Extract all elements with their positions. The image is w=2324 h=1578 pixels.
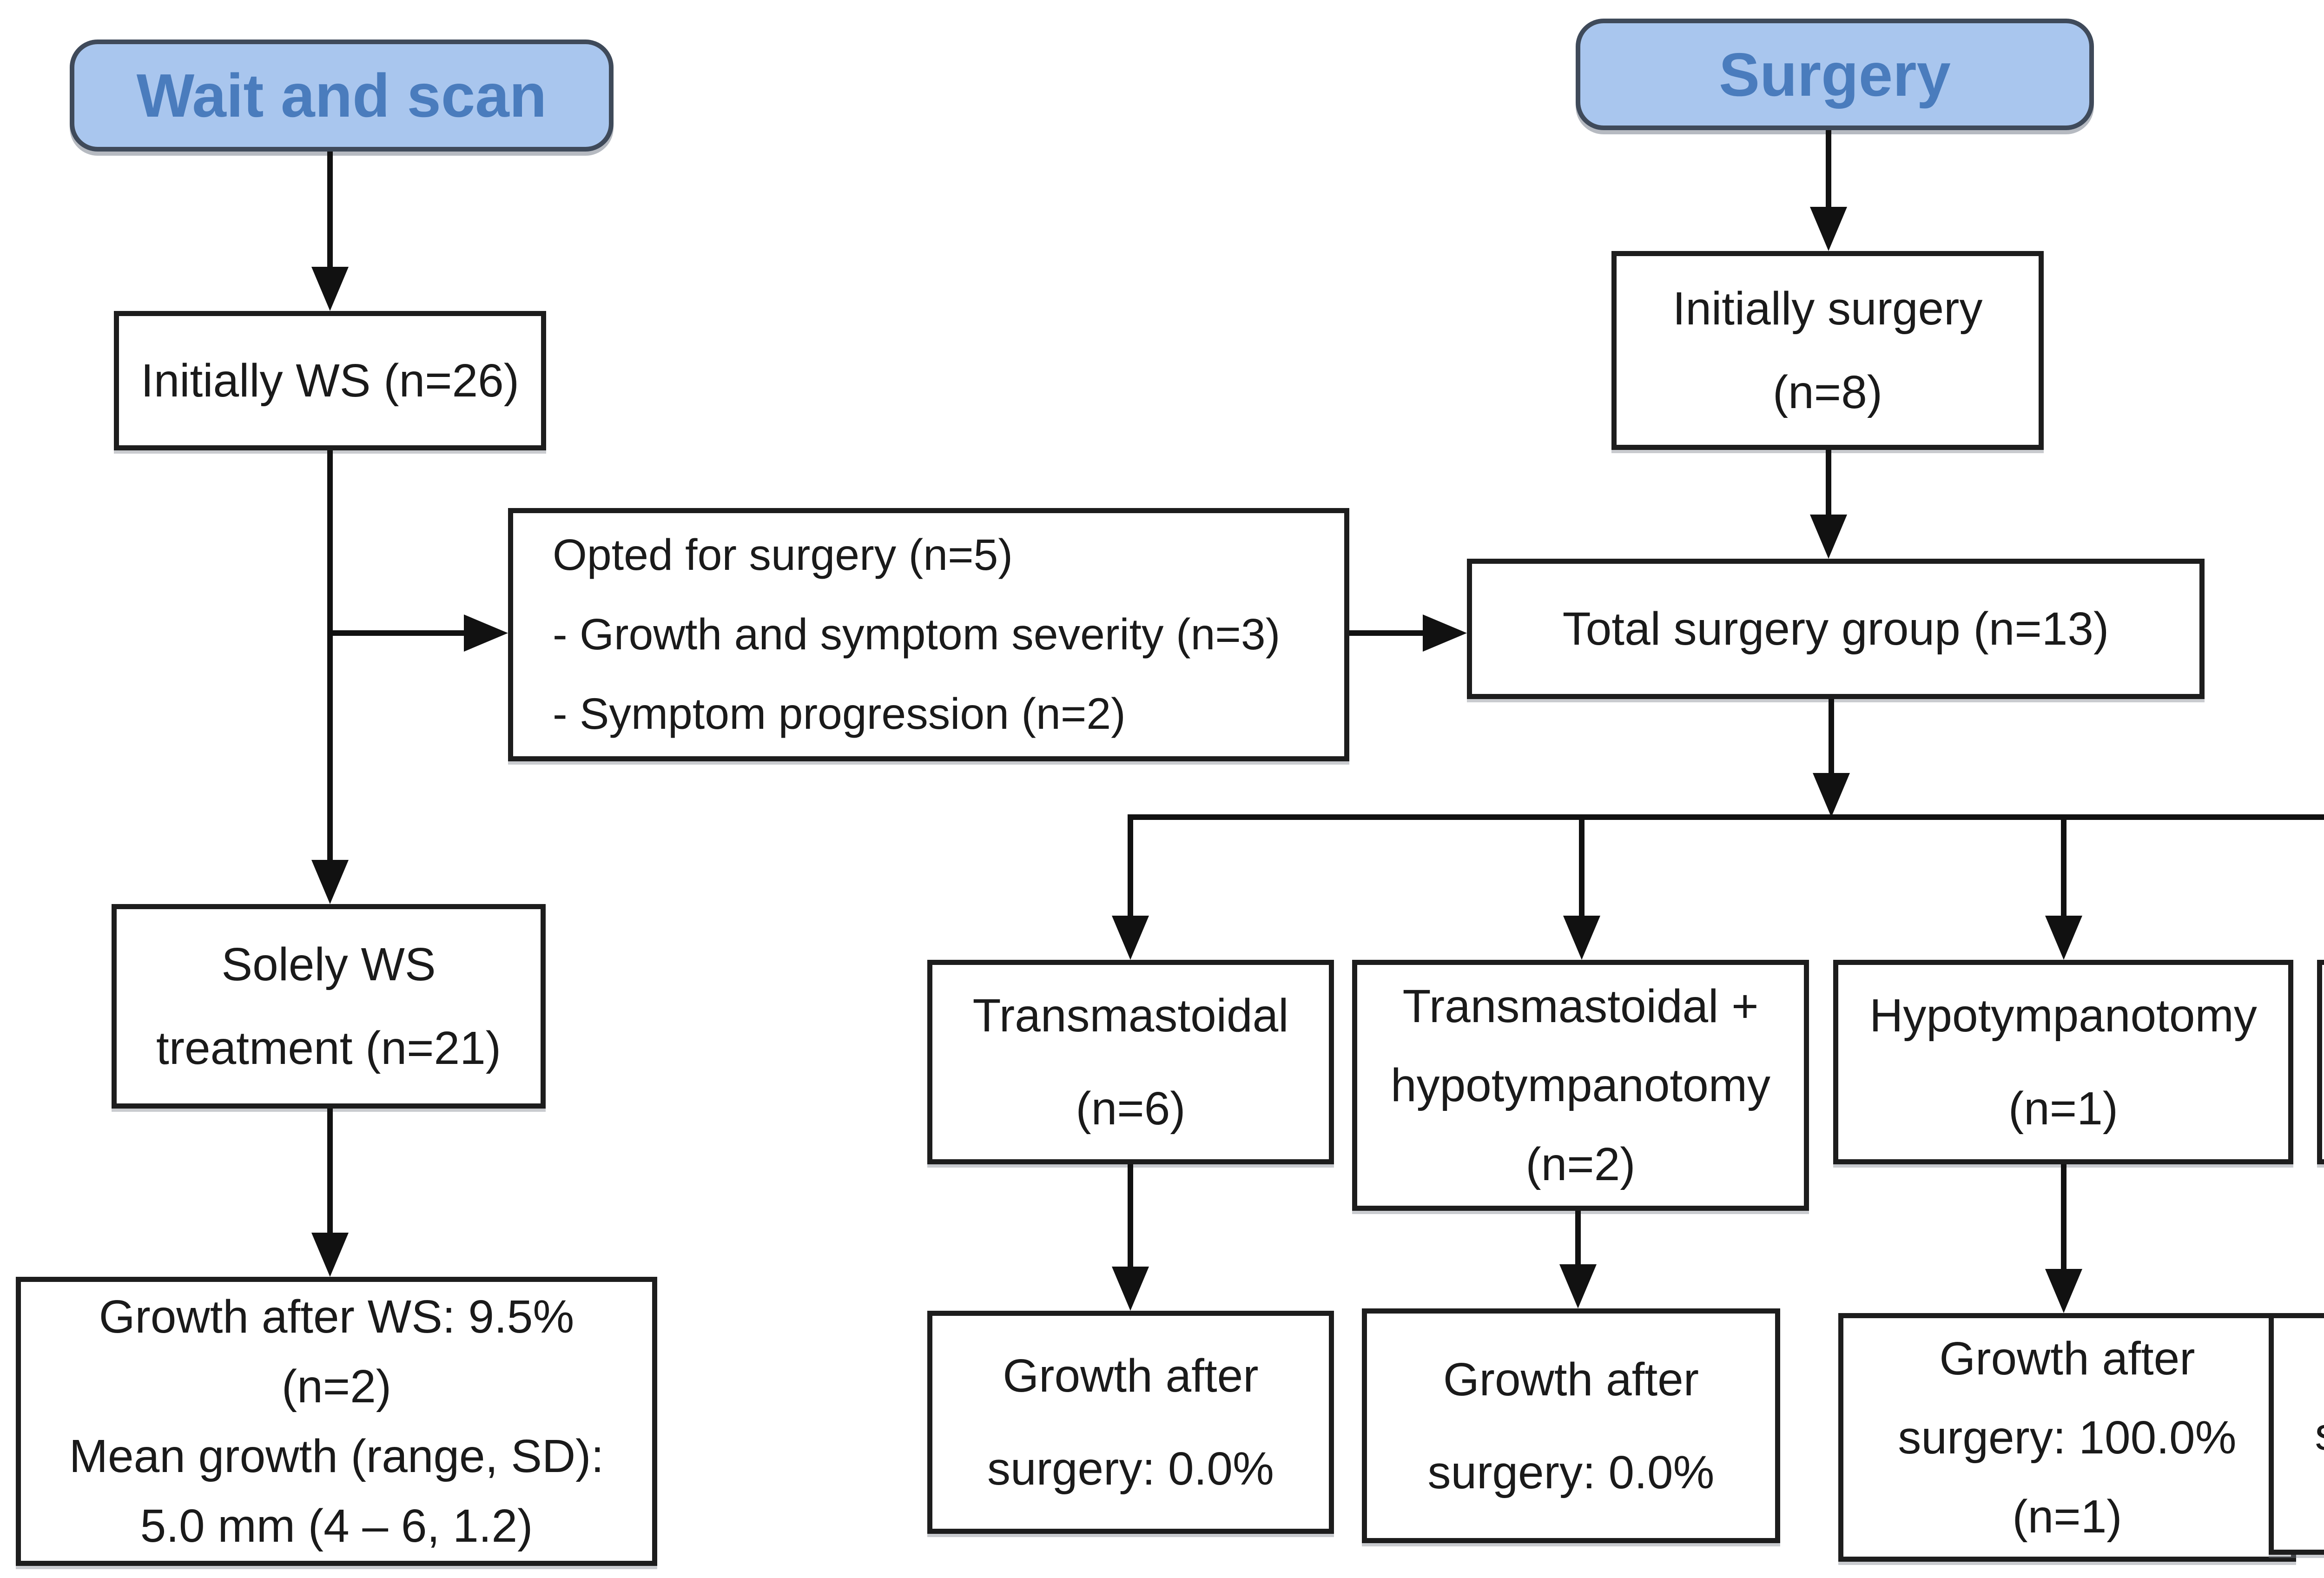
connector-split-rail [1128,814,2324,820]
arrowhead-down-icon [2045,1269,2082,1313]
arrowhead-down-icon [1563,916,1600,960]
node-line: Growth after [1003,1350,1259,1402]
node-wait-and-scan-header: Wait and scan [70,40,614,152]
node-line: (n=2) [281,1360,392,1413]
node-opted-for-surgery: Opted for surgery (n=5) - Growth and sym… [508,508,1349,761]
node-line: (n=2) [1525,1138,1636,1190]
arrowhead-down-icon [1810,515,1847,559]
arrowhead-down-icon [311,1233,349,1277]
node-line: 5.0 mm (4 – 6, 1.2) [140,1500,533,1552]
node-label: Total surgery group (n=13) [1562,603,2109,655]
node-line: surgery: 25% [2315,1394,2324,1473]
node-line: Solely WS [221,938,436,990]
node-line: Initially surgery [1672,283,1983,335]
connector-total-to-split [1829,699,1834,775]
node-line: Growth after [1939,1332,2195,1385]
node-growth-after-surgery-transmastoidal: Growth after surgery: 0.0% [927,1311,1334,1534]
node-line: Growth after WS: 9.5% [99,1291,574,1343]
node-line: (n=8) [1772,366,1883,418]
node-line: Hypotympanotomy [1869,990,2257,1042]
node-line: (n=1) [2008,1083,2119,1135]
arrowhead-down-icon [1112,916,1149,960]
node-line: Transmastoidal + [1402,980,1759,1032]
node-line: (n=6) [1076,1083,1186,1135]
arrowhead-down-icon [311,267,349,311]
connector-split-to-hypotympanotomy [2061,820,2067,918]
node-hypotympanotomy: Hypotympanotomy (n=1) [1833,960,2293,1164]
connector-branch-to-opted [327,630,467,636]
node-solely-ws-treatment: Solely WS treatment (n=21) [112,904,546,1109]
arrowhead-right-icon [464,614,508,652]
node-transmastoidal-hypotympanotomy: Transmastoidal + hypotympanotomy (n=2) [1352,960,1809,1211]
connector-transmastoidal-to-outcome [1128,1164,1133,1269]
connector-initiallysurgery-to-total [1826,450,1831,517]
arrowhead-down-icon [1559,1264,1597,1308]
connector-split-to-transhypo [1579,820,1585,918]
connector-transhypo-to-outcome [1575,1211,1581,1267]
node-line: Growth after [1443,1353,1699,1406]
arrowhead-down-icon [1112,1267,1149,1311]
arrowhead-down-icon [2045,916,2082,960]
node-surgery-header: Surgery [1576,19,2094,130]
node-label: Initially WS (n=26) [140,355,520,407]
node-line: Mean growth (range, SD): [69,1430,604,1482]
node-label: Wait and scan [136,61,547,130]
node-line: (n=1) [2012,1490,2122,1543]
arrowhead-down-icon [1810,207,1847,251]
connector-surgery-to-initiallysurgery [1826,130,1831,209]
node-middle-fossa: Middle fossa (n=4) [2317,960,2324,1164]
node-line: Opted for surgery (n=5) [553,530,1013,580]
node-label: Surgery [1719,40,1951,109]
arrowhead-down-icon [311,860,349,904]
node-line: Transmastoidal [972,990,1289,1042]
node-line: - Symptom progression (n=2) [553,689,1126,739]
node-initially-ws: Initially WS (n=26) [114,311,546,450]
node-growth-after-surgery-hypotympanotomy: Growth after surgery: 100.0% (n=1) [1838,1313,2296,1562]
arrowhead-down-icon [1813,773,1850,817]
node-line: hypotympanotomy [1390,1059,1771,1111]
node-total-surgery-group: Total surgery group (n=13) [1467,559,2205,699]
node-line: surgery: 0.0% [1427,1446,1715,1499]
node-growth-after-surgery-trans-hypo: Growth after surgery: 0.0% [1362,1308,1780,1543]
node-initially-surgery: Initially surgery (n=8) [1611,251,2044,450]
node-line: treatment (n=21) [156,1022,502,1074]
connector-solelyws-to-growthws [327,1109,333,1235]
node-transmastoidal: Transmastoidal (n=6) [927,960,1334,1164]
connector-hypotympanotomy-to-outcome [2061,1164,2067,1271]
arrowhead-right-icon [1423,614,1467,652]
node-growth-after-surgery-middle-fossa: Growth after surgery: 25% (n=1) [2269,1313,2324,1555]
node-line: surgery: 0.0% [987,1443,1274,1495]
connector-opted-to-total [1349,630,1425,636]
connector-initiallyws-to-solelyws [327,450,333,860]
node-line: surgery: 100.0% [1898,1411,2237,1464]
node-growth-after-ws: Growth after WS: 9.5% (n=2) Mean growth … [16,1277,657,1566]
node-line: - Growth and symptom severity (n=3) [553,610,1281,659]
connector-waitscan-to-initiallyws [327,152,333,267]
connector-split-to-transmastoidal [1128,820,1133,918]
